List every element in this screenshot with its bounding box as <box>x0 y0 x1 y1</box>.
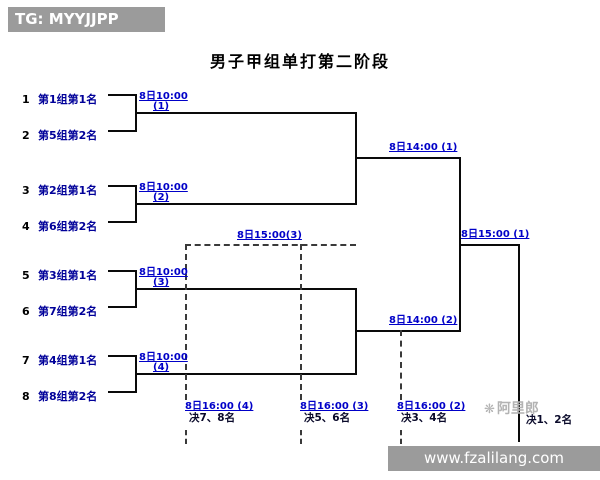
seed-name: 第3组第1名 <box>38 269 98 282</box>
consolation-tick-place56 <box>300 430 302 444</box>
match2-label: 8日10:00 (2) <box>139 183 188 203</box>
seed-row: 5 第3组第1名 <box>22 264 97 282</box>
bracket-line-seed7 <box>108 355 137 357</box>
watermark-logo-text: 阿里郎 <box>496 401 539 417</box>
bracket-winner-line-semifinal2 <box>355 330 461 332</box>
page-title: 男子甲组单打第二阶段 <box>209 52 390 71</box>
bracket-winner-line-final <box>459 244 520 246</box>
seed-number: 5 <box>22 269 30 282</box>
bracket-line-seed1 <box>108 94 137 96</box>
semifinal2-label: 8日14:00 (2) <box>389 315 458 326</box>
seed-name: 第4组第1名 <box>38 354 98 367</box>
final-label: 8日15:00 (1) <box>461 229 530 240</box>
match4-time: 8日10:00 <box>139 352 188 363</box>
seed-name: 第1组第1名 <box>38 93 98 106</box>
match2-time: 8日10:00 <box>139 182 188 193</box>
bracket-line-seed4 <box>108 221 137 223</box>
placement-78: 8日16:00 (4) 决7、8名 <box>185 401 275 425</box>
seed-row: 7 第4组第1名 <box>22 349 97 367</box>
watermark-logo-icon: ❋ <box>484 402 495 417</box>
match1-number: (1) <box>153 101 170 112</box>
placement-34: 8日16:00 (2) 决3、4名 <box>397 401 487 425</box>
match3-number: (3) <box>153 277 170 288</box>
watermark-url-bar: www.fzalilang.com <box>388 446 600 471</box>
seed-row: 8 第8组第2名 <box>22 385 97 403</box>
placement-56: 8日16:00 (3) 决5、6名 <box>300 401 390 425</box>
watermark-tag: TG: MYYJJPP <box>8 7 165 32</box>
match4-label: 8日10:00 (4) <box>139 353 188 373</box>
seed-number: 3 <box>22 184 30 197</box>
placement-56-time: 8日16:00 (3) <box>300 401 369 412</box>
match3-time: 8日10:00 <box>139 267 188 278</box>
seed-name: 第7组第2名 <box>38 305 98 318</box>
consolation-vline-place78 <box>185 244 187 400</box>
seed-name: 第5组第2名 <box>38 129 98 142</box>
bracket-winner-line-match2 <box>135 203 357 205</box>
placement-78-time: 8日16:00 (4) <box>185 401 254 412</box>
seed-number: 6 <box>22 305 30 318</box>
seed-name: 第6组第2名 <box>38 220 98 233</box>
consolation-vline-place56 <box>300 244 302 400</box>
match1-label: 8日10:00 (1) <box>139 92 188 112</box>
bracket-winner-line-match1 <box>135 112 357 114</box>
seed-number: 4 <box>22 220 30 233</box>
bracket-champion-line <box>518 244 520 442</box>
bracket-line-seed6 <box>108 306 137 308</box>
consolation-vline-place34 <box>400 330 402 400</box>
seed-number: 7 <box>22 354 30 367</box>
match1-time: 8日10:00 <box>139 91 188 102</box>
placement-78-place: 决7、8名 <box>189 412 236 424</box>
match4-number: (4) <box>153 362 170 373</box>
bracket-line-seed3 <box>108 185 137 187</box>
match3-label: 8日10:00 (3) <box>139 268 188 288</box>
seed-row: 2 第5组第2名 <box>22 124 97 142</box>
bracket-winner-line-match3 <box>135 288 357 290</box>
bracket-winner-line-match4 <box>135 373 357 375</box>
seed-name: 第8组第2名 <box>38 390 98 403</box>
consolation-hline <box>185 244 356 246</box>
semifinal1-label: 8日14:00 (1) <box>389 142 458 153</box>
seed-row: 3 第2组第1名 <box>22 179 97 197</box>
placement-56-place: 决5、6名 <box>304 412 351 424</box>
placement-34-place: 决3、4名 <box>401 412 448 424</box>
consolation-tick-place34 <box>400 430 402 444</box>
bracket-line-seed5 <box>108 270 137 272</box>
bracket-line-seed2 <box>108 130 137 132</box>
bracket-winner-line-semifinal1 <box>355 157 461 159</box>
seed-number: 1 <box>22 93 30 106</box>
placement-12: 决1、2名 <box>522 414 600 426</box>
seed-number: 8 <box>22 390 30 403</box>
match2-number: (2) <box>153 192 170 203</box>
placement-34-time: 8日16:00 (2) <box>397 401 466 412</box>
consolation-semi-label: 8日15:00(3) <box>237 230 302 241</box>
seed-row: 6 第7组第2名 <box>22 300 97 318</box>
seed-number: 2 <box>22 129 30 142</box>
seed-name: 第2组第1名 <box>38 184 98 197</box>
seed-row: 4 第6组第2名 <box>22 215 97 233</box>
placement-12-place: 决1、2名 <box>526 414 573 426</box>
watermark-logo: ❋阿里郎 <box>484 398 539 418</box>
seed-row: 1 第1组第1名 <box>22 88 97 106</box>
bracket-line-seed8 <box>108 391 137 393</box>
consolation-tick-place78 <box>185 430 187 444</box>
